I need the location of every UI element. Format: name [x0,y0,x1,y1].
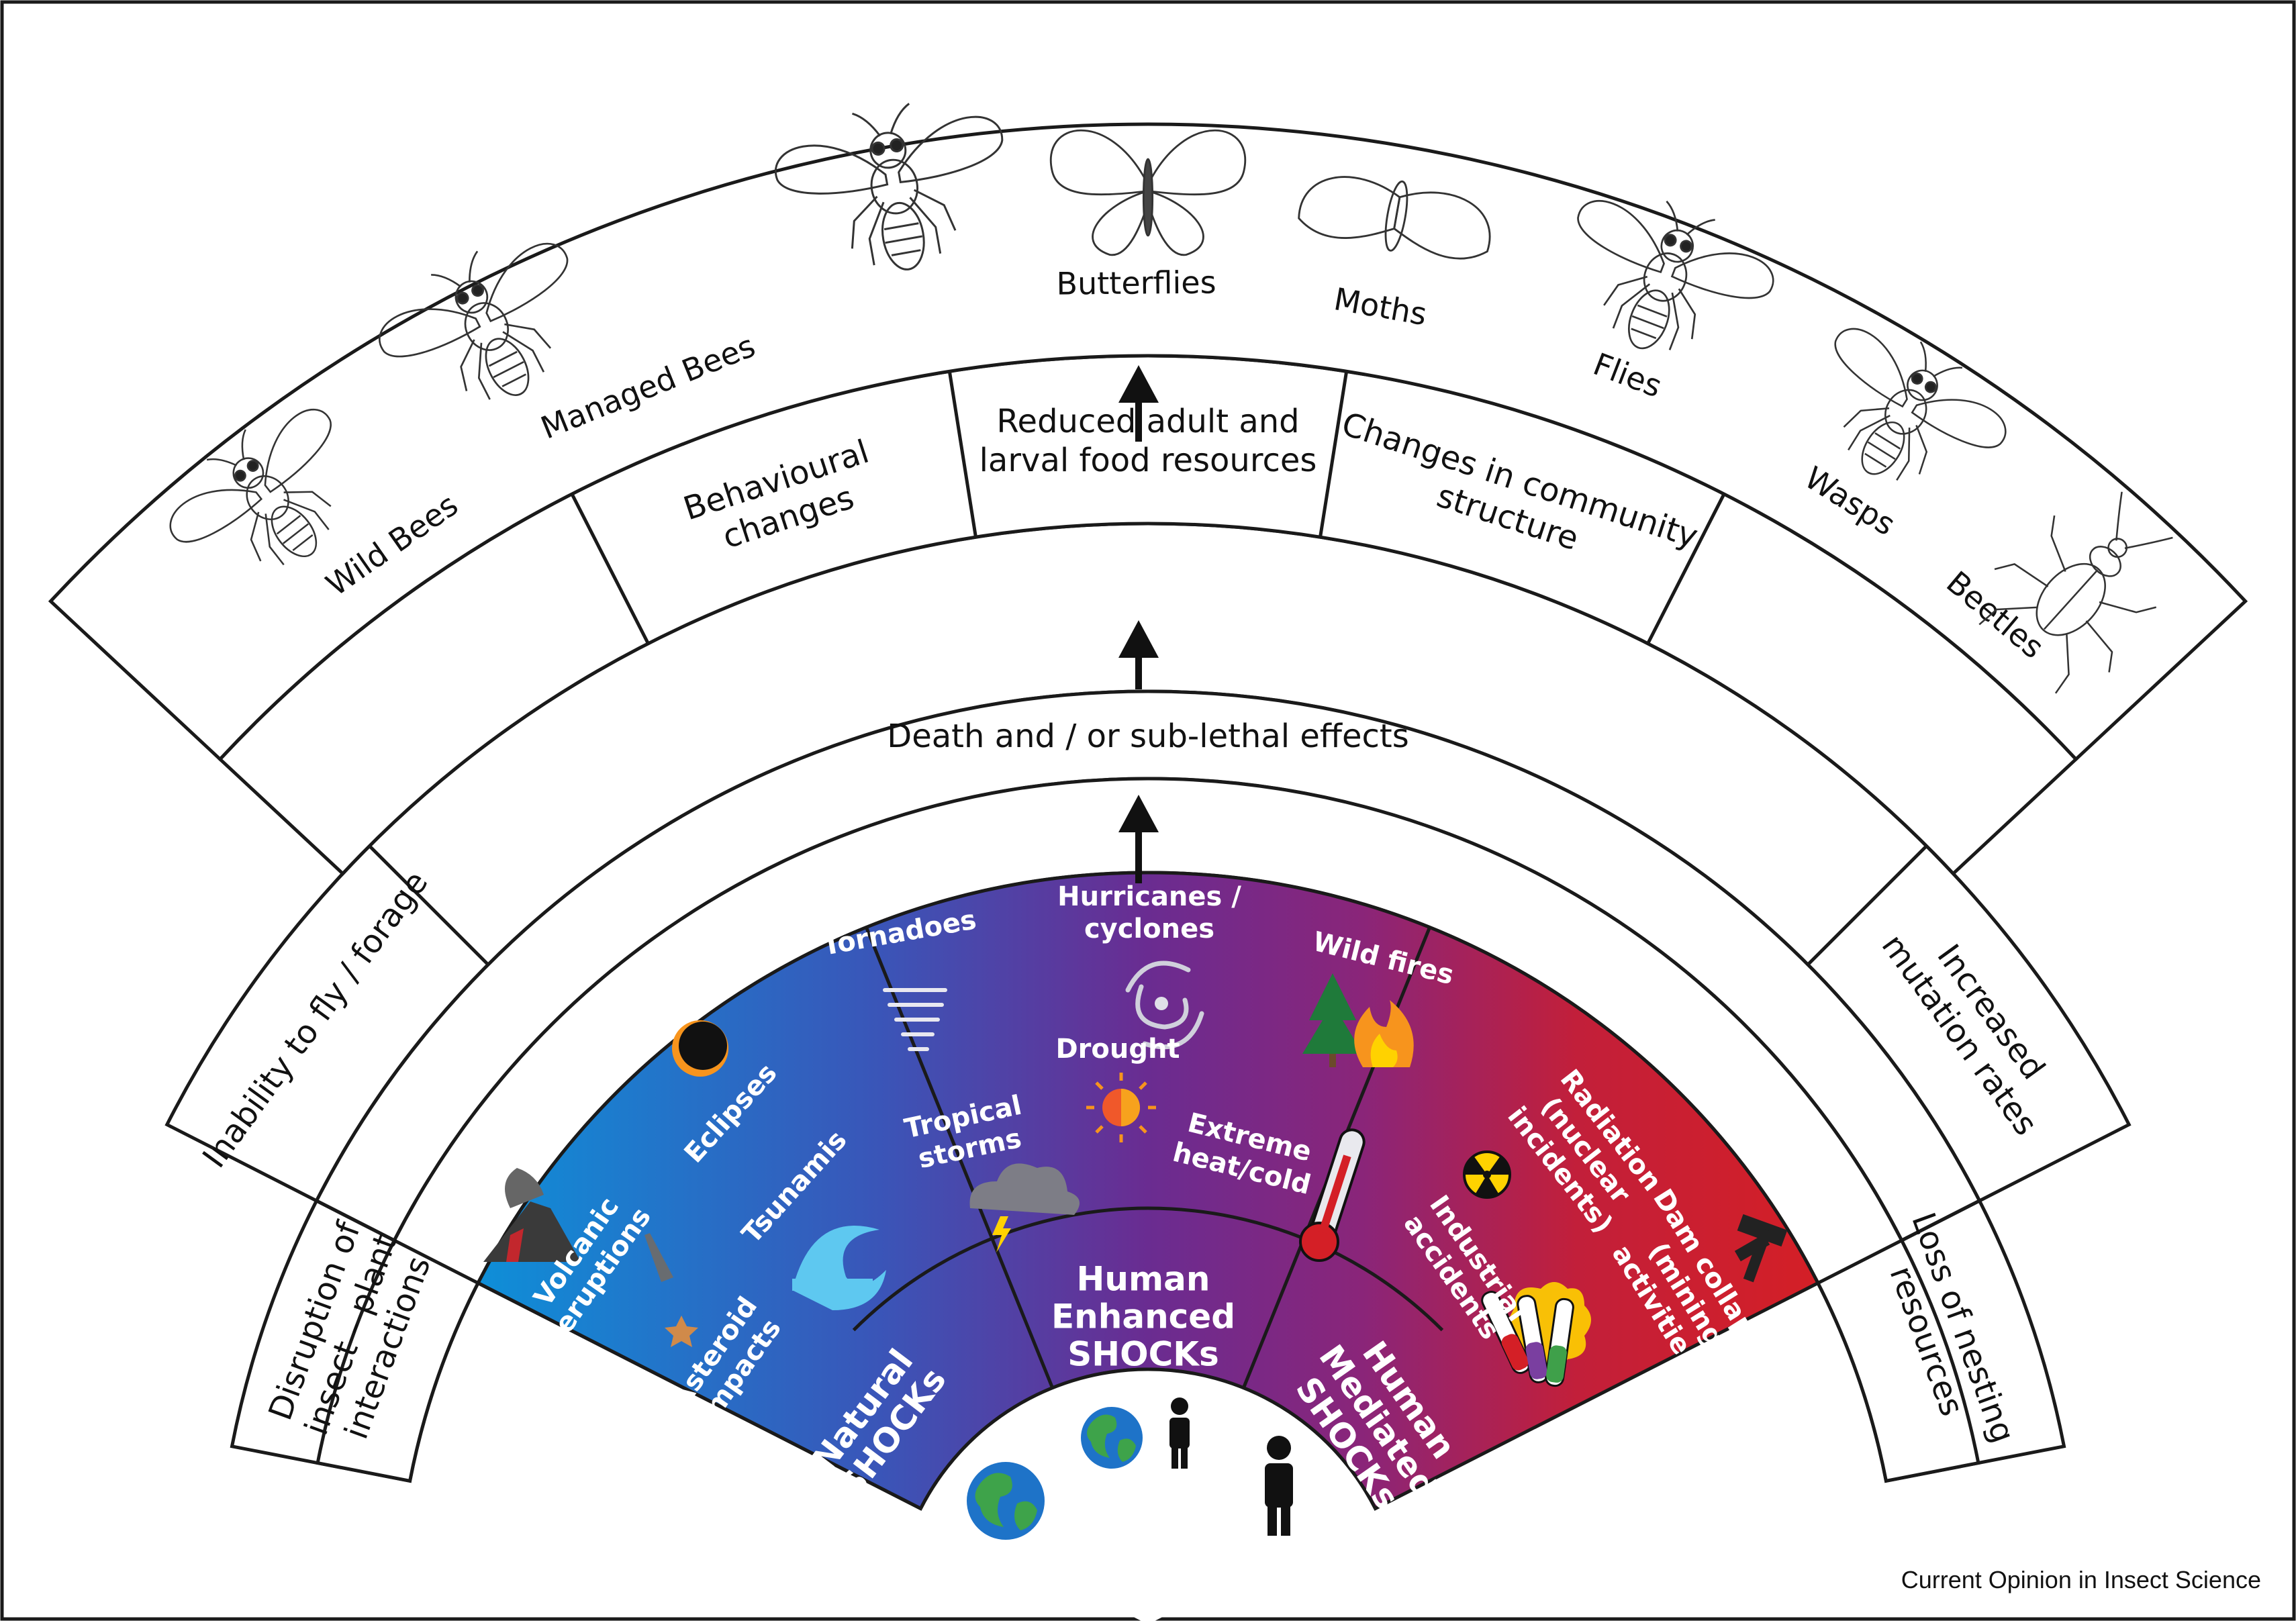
svg-text:Death and / or sub-lethal effe: Death and / or sub-lethal effects [887,718,1408,755]
arrow-up-icon [1118,795,1159,883]
svg-text:Reduced adult and: Reduced adult and [996,403,1299,440]
insect-drawing [1577,200,1774,350]
outer-divider [316,1199,479,1285]
svg-text:cyclones: cyclones [1084,914,1214,944]
community-divider [570,493,650,644]
svg-text:SHOCKs: SHOCKs [1067,1335,1219,1374]
insect-drawing [1298,176,1491,260]
insect-drawing [379,242,569,400]
shock-label-hurricanes: Hurricanes /cyclones [1057,881,1241,944]
test-tube-icon [1481,1282,1591,1387]
community-divider [947,371,977,538]
volcano-icon [483,1168,581,1262]
thermometer-icon [1299,1128,1366,1262]
insect-groups-band [48,122,2248,762]
insect-drawing [1978,491,2173,694]
svg-text:Hurricanes /: Hurricanes / [1057,881,1241,912]
arc-bands [48,122,2248,1483]
svg-text:Enhanced: Enhanced [1051,1297,1235,1336]
radiation-icon [1463,1150,1511,1199]
arrow-up-icon [1118,365,1159,442]
insect-drawing [1834,328,2007,481]
tornado-icon [883,988,947,1051]
community-divider [1319,371,1349,538]
outer-divider [1817,1199,1980,1285]
svg-text:Drought: Drought [1055,1034,1180,1065]
fan-hole [920,1369,1376,1621]
shock-category-ring [852,1206,1444,1332]
source-credit: Current Opinion in Insect Science [1901,1566,2261,1593]
hurricane-icon [1125,961,1204,1050]
asteroid-icon [644,1233,698,1347]
wildfire-icon [1302,973,1414,1067]
tsunami-icon [792,1226,886,1310]
insect-drawing [775,103,1004,271]
shock-fan [475,871,1821,1621]
insect-group-label: Butterflies [1056,264,1216,302]
individual-divider [1807,844,1928,966]
eclipse-icon [672,1020,728,1077]
insect-drawing [1050,129,1246,256]
svg-text:Butterflies: Butterflies [1056,264,1216,302]
drought-sun-icon [1086,1073,1156,1142]
community-divider [1646,493,1726,644]
person-icon [1169,1397,1190,1469]
person-icon [1265,1436,1293,1536]
earth-icon [967,1462,1045,1540]
svg-text:Human: Human [1077,1260,1210,1299]
storm-cloud-icon [969,1163,1080,1252]
central-effect-label: Death and / or sub-lethal effects [887,718,1408,755]
arrow-up-icon [1118,620,1159,689]
insect-drawing [169,408,332,566]
earth-icon [1081,1407,1143,1469]
shock-label-drought: Drought [1055,1034,1180,1065]
insect-drawings [169,103,2173,694]
individual-divider [368,844,489,966]
svg-text:larval food resources: larval food resources [979,442,1317,479]
band-dividers [316,371,1980,1285]
mining-hammer-icon [1734,1214,1788,1283]
